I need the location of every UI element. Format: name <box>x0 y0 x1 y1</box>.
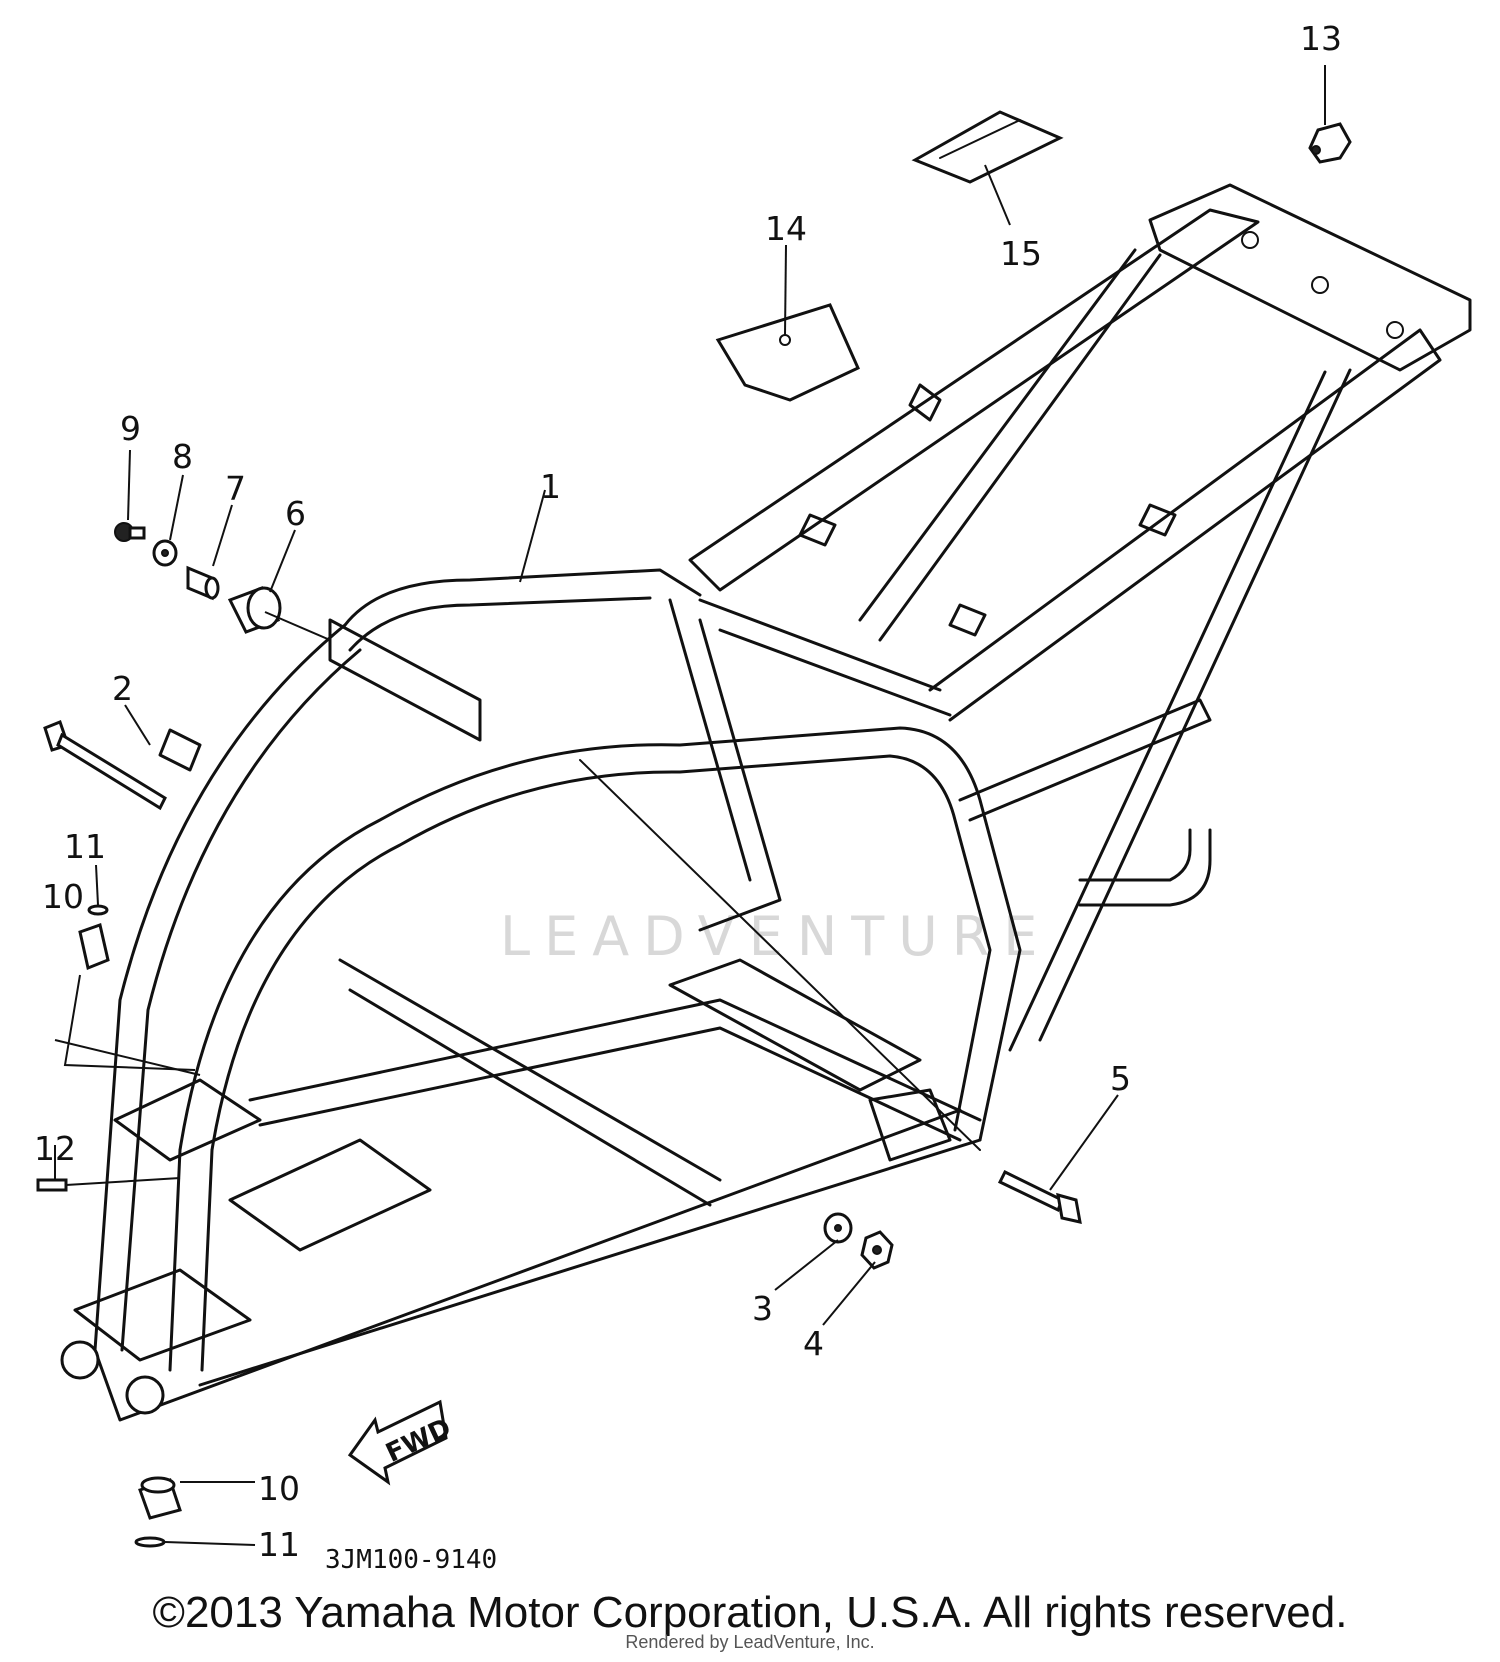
callout-3: 3 <box>752 1289 773 1328</box>
callout-7: 7 <box>225 469 246 508</box>
callout-9: 9 <box>120 409 141 448</box>
part-pad-14 <box>715 303 860 402</box>
callout-11b: 11 <box>258 1525 300 1564</box>
part-damper-10a <box>78 923 110 971</box>
callout-4: 4 <box>803 1324 824 1363</box>
part-collar-7 <box>186 565 220 601</box>
diagram-code: 3JM100-9140 <box>325 1545 497 1575</box>
part-bolt-2 <box>43 720 167 811</box>
callout-5: 5 <box>1110 1059 1131 1098</box>
rendered-by-notice: Rendered by LeadVenture, Inc. <box>625 1632 875 1652</box>
part-clip-11a <box>87 904 109 916</box>
watermark-text: LEADVENTURE <box>500 905 1051 968</box>
callout-8: 8 <box>172 437 193 476</box>
part-nut-4 <box>860 1230 894 1270</box>
callout-10a: 10 <box>42 877 84 916</box>
callout-14: 14 <box>765 209 807 248</box>
callout-12: 12 <box>34 1129 76 1168</box>
part-nut-13 <box>1308 122 1352 164</box>
frame-parts-diagram: LEADVENTURE <box>34 19 1472 1575</box>
part-screw-12 <box>36 1178 68 1192</box>
part-washer-8 <box>152 539 178 567</box>
callout-1: 1 <box>540 467 561 506</box>
callout-2: 2 <box>112 669 133 708</box>
leader-lines <box>54 65 1326 1546</box>
fwd-arrow: FWD <box>347 1399 456 1486</box>
part-damper-10b <box>138 1476 182 1520</box>
callout-10b: 10 <box>258 1469 300 1508</box>
part-bolt-5 <box>997 1169 1082 1224</box>
callout-13: 13 <box>1300 19 1342 58</box>
part-clip-11b <box>134 1536 166 1548</box>
frame-drawing <box>60 183 1472 1422</box>
callout-6: 6 <box>285 494 306 533</box>
part-washer-3 <box>823 1212 853 1244</box>
callout-11a: 11 <box>64 827 106 866</box>
copyright-notice: ©2013 Yamaha Motor Corporation, U.S.A. A… <box>152 1588 1348 1637</box>
callout-15: 15 <box>1000 234 1042 273</box>
part-bolt-9 <box>114 522 146 542</box>
part-plate-15 <box>911 110 1064 184</box>
part-damper-6 <box>227 586 282 634</box>
